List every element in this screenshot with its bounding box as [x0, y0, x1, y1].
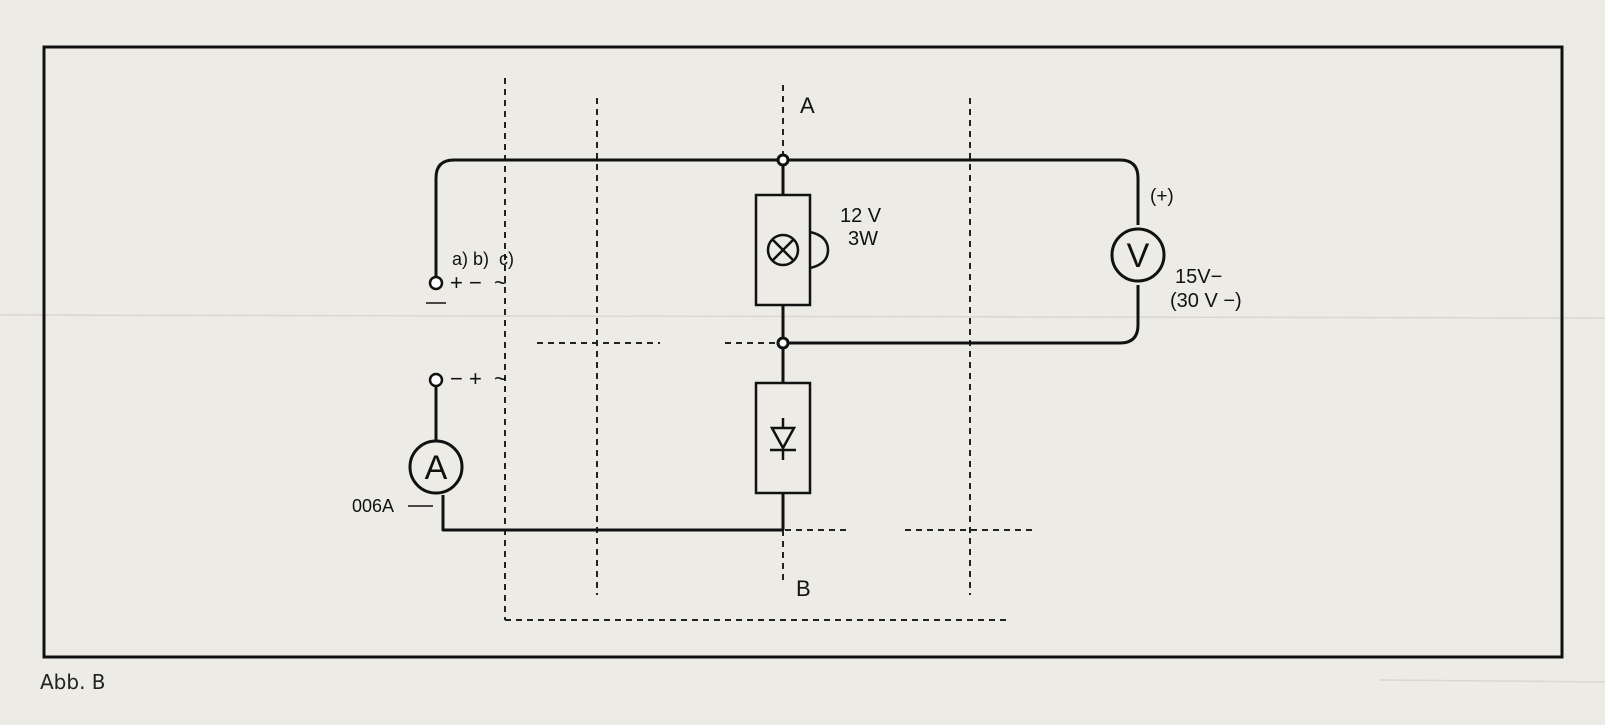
voltmeter: V	[1110, 227, 1166, 283]
lamp-module	[754, 193, 830, 307]
diode-icon	[769, 418, 797, 460]
ammeter: A	[408, 439, 464, 495]
lamp-voltage-label: 12 V	[840, 205, 882, 227]
background-faint-lines	[0, 314, 1605, 683]
ammeter-input-symbols-label: − + ~	[450, 366, 507, 391]
voltmeter-range-label: 15V−	[1175, 266, 1222, 288]
source-symbols-label: + − ~	[450, 270, 507, 295]
source-terminal	[428, 275, 444, 291]
lamp-icon	[766, 233, 800, 267]
junction-top	[776, 153, 790, 167]
figure-frame	[42, 45, 1564, 659]
diode-module	[754, 381, 812, 495]
figure-caption: Abb. B	[40, 670, 106, 694]
voltmeter-symbol: V	[1127, 237, 1150, 275]
voltmeter-polarity-label: (+)	[1150, 186, 1174, 207]
point-b-label: B	[796, 576, 811, 601]
source-options-label: a) b) c)	[452, 249, 514, 269]
lamp-power-label: 3W	[848, 228, 878, 250]
ammeter-range-label: 006A	[352, 496, 394, 516]
voltmeter-range-alt-label: (30 V −)	[1170, 290, 1242, 312]
ammeter-input-terminal	[428, 372, 444, 388]
junction-middle	[776, 336, 790, 350]
point-a-label: A	[800, 93, 815, 118]
ammeter-symbol: A	[425, 449, 448, 487]
